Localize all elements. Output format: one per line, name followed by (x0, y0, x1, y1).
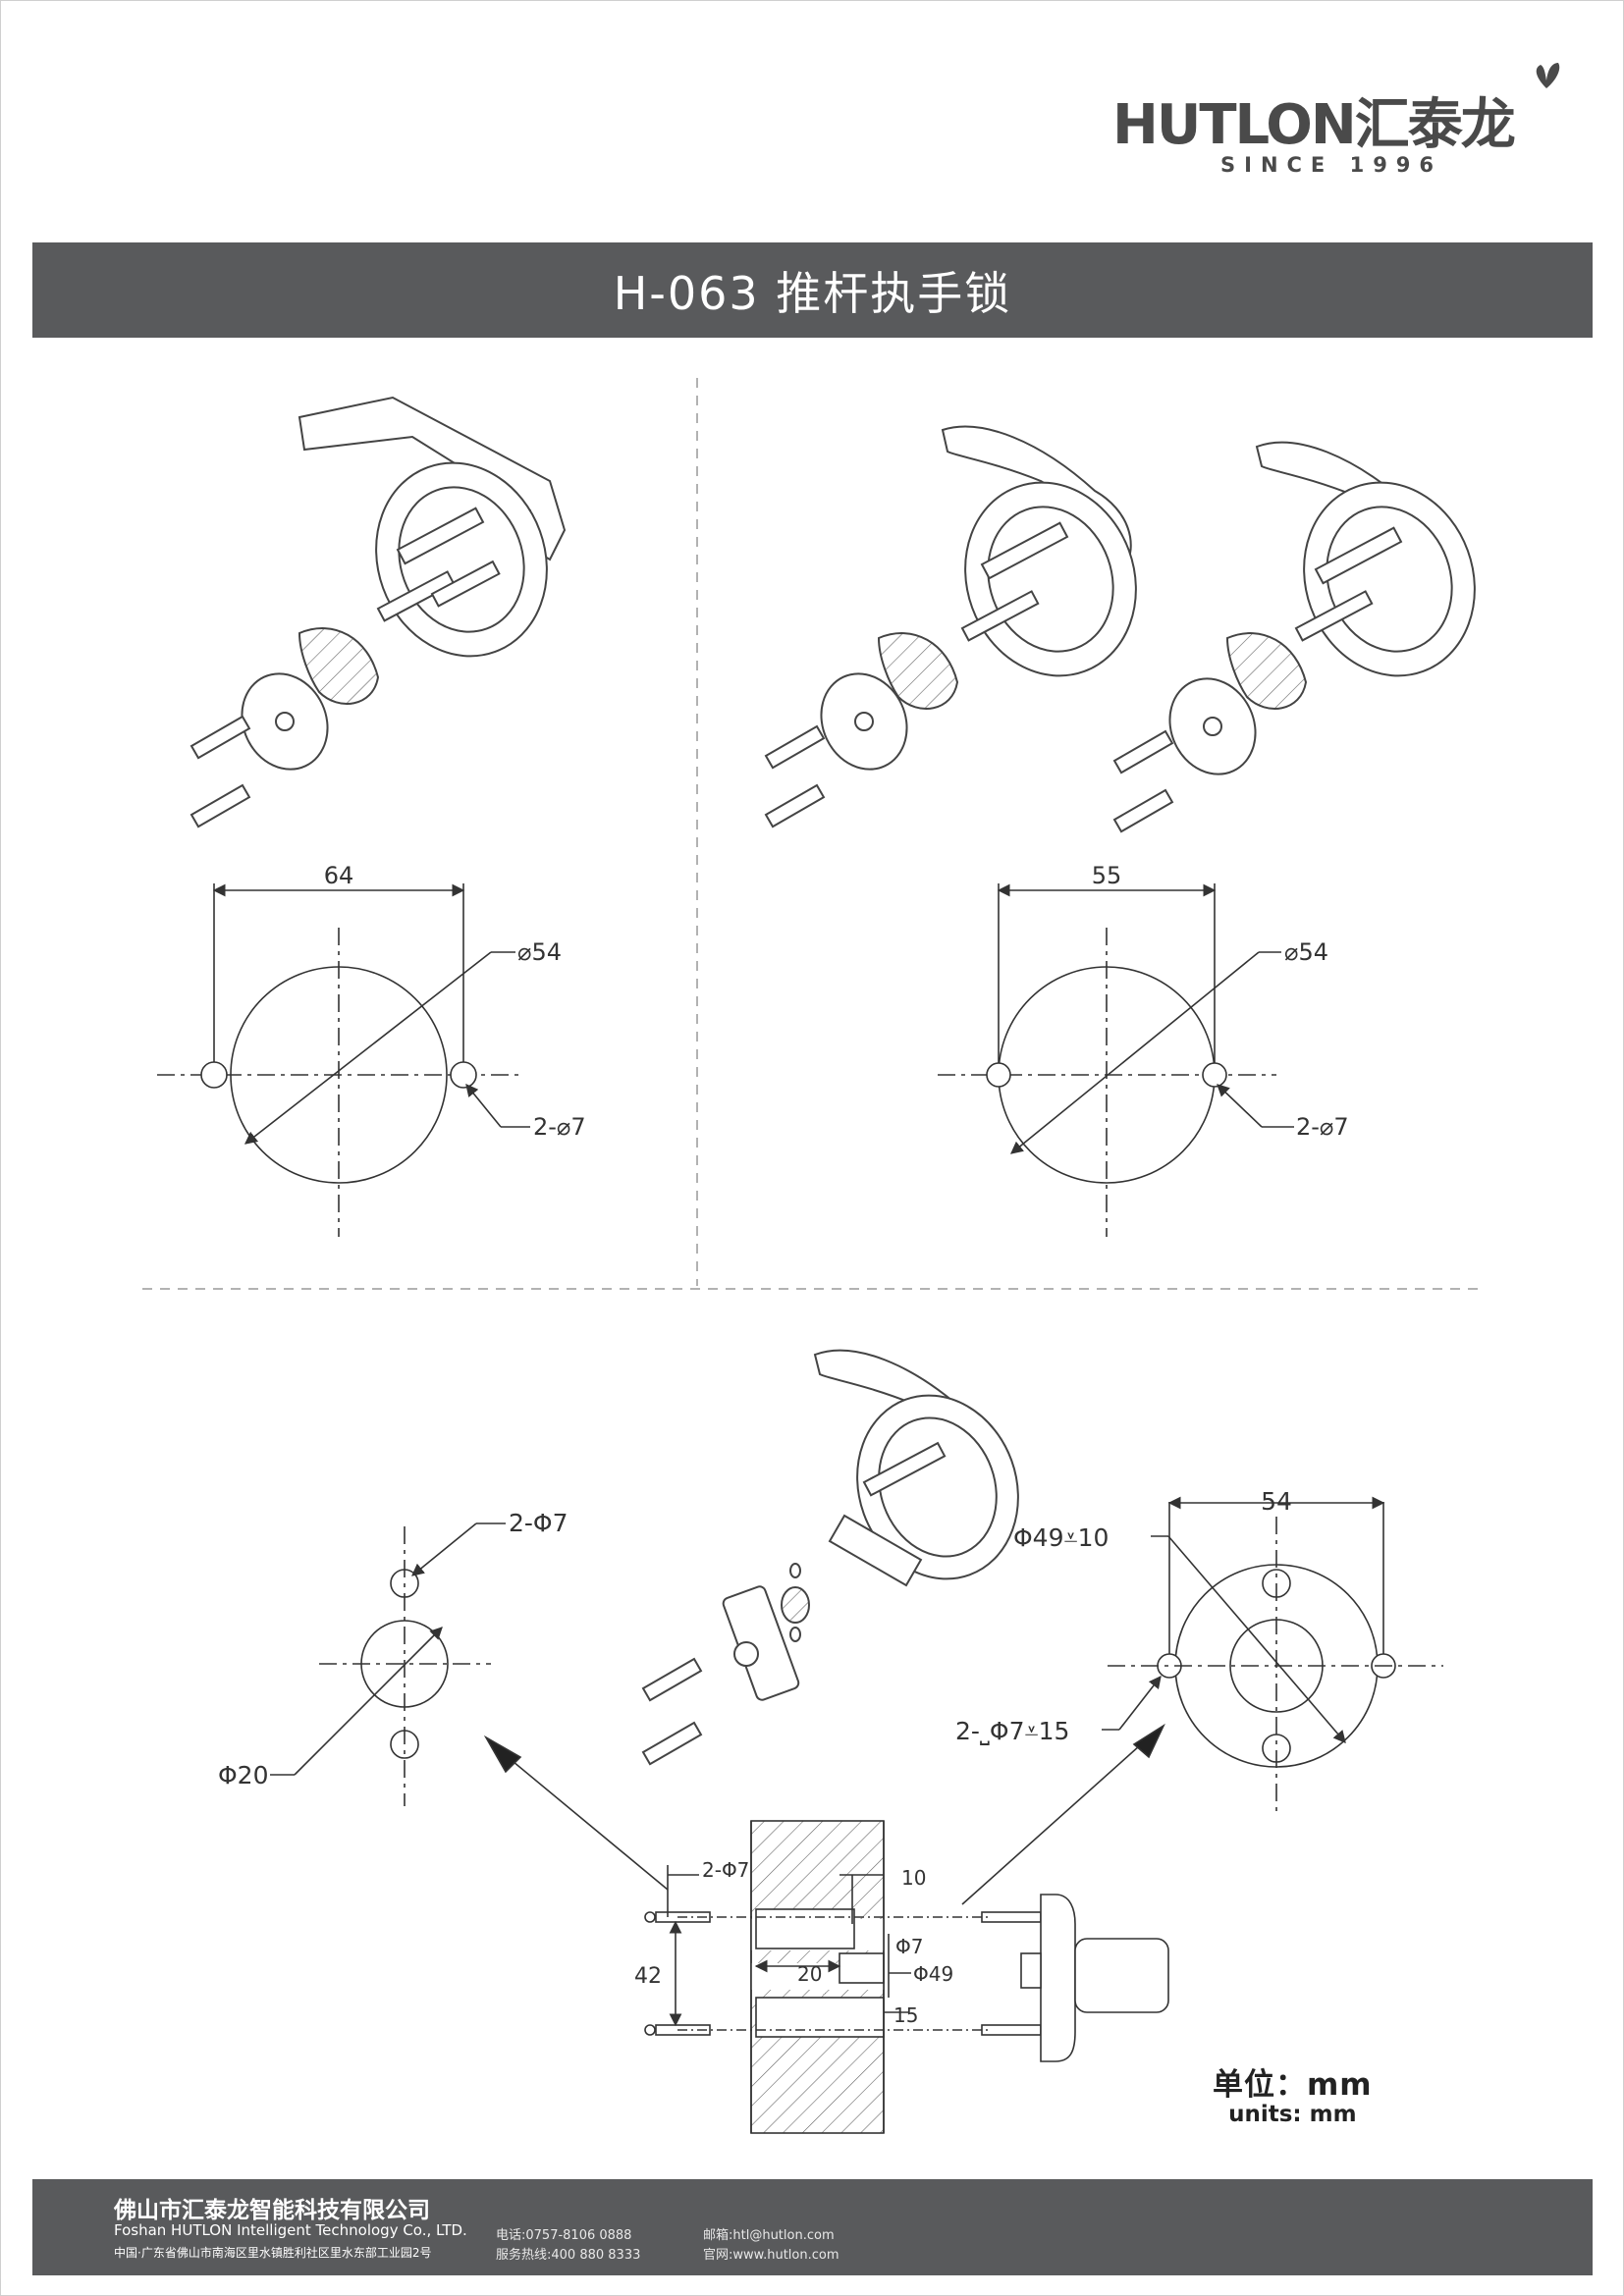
dim-diameter-54-right: ⌀54 (1284, 938, 1328, 966)
dim-sec-10: 10 (901, 1866, 926, 1890)
dim-sec-49: Φ49 (913, 1962, 953, 1986)
dim-sec-42: 42 (634, 1964, 662, 1989)
dim-54-bottom: 54 (1261, 1487, 1292, 1516)
dim-55: 55 (1092, 862, 1122, 889)
footer-phone: 电话:0757-8106 0888 (496, 2228, 632, 2243)
lever-handle-illustration-2 (764, 425, 1137, 828)
dim-sec-20: 20 (797, 1962, 822, 1986)
footer-website[interactable]: 官网:www.hutlon.com (703, 2248, 839, 2263)
leader-arrows (483, 1723, 1165, 1905)
dim-64: 64 (324, 862, 354, 889)
brand-logo: HUTLON汇泰龙 SINCE 1996 (1105, 63, 1576, 188)
dim-left-center: Φ20 (218, 1761, 269, 1789)
footer-email[interactable]: 邮箱:htl@hutlon.com (703, 2228, 835, 2243)
units-en: units: mm (1228, 2102, 1357, 2127)
dim-sec-7: Φ7 (895, 1935, 923, 1958)
dim-holes-right: 2-⌀7 (1296, 1113, 1349, 1141)
dim-holes-left: 2-⌀7 (533, 1113, 586, 1141)
page-title: H-063 推杆执手锁 (613, 266, 1012, 320)
footer-hotline: 服务热线:400 880 8333 (496, 2248, 641, 2263)
footer-company-en: Foshan HUTLON Intelligent Technology Co.… (114, 2221, 467, 2239)
lever-handle-illustration-3 (1112, 441, 1476, 833)
dim-right-bore: Φ49⩡10 (1013, 1523, 1109, 1552)
title-bar: H-063 推杆执手锁 (32, 242, 1593, 338)
logo-since: SINCE 1996 (1220, 153, 1443, 177)
dim-right-holes: 2-⎵Φ7⩡15 (955, 1717, 1069, 1745)
footer-address: 中国·广东省佛山市南海区里水镇胜利社区里水东部工业园2号 (114, 2246, 432, 2260)
units-label: 单位：mm units: mm (1213, 2059, 1373, 2127)
dim-drawing-top-right (938, 883, 1294, 1237)
units-zh: 单位：mm (1213, 2067, 1373, 2103)
footer-bar: 佛山市汇泰龙智能科技有限公司 Foshan HUTLON Intelligent… (32, 2179, 1593, 2275)
section-dividers (142, 378, 1483, 1290)
dim-left-holes: 2-Φ7 (509, 1509, 568, 1537)
butterfly-icon (1536, 63, 1560, 88)
logo-text: HUTLON汇泰龙 (1112, 93, 1516, 157)
dim-drawing-right-plate (1102, 1496, 1443, 1816)
dim-sec-15: 15 (893, 2003, 918, 2027)
lever-handle-illustration-1 (189, 396, 567, 828)
dim-sec-holes: 2-Φ7 (702, 1858, 749, 1882)
dim-diameter-54-left: ⌀54 (517, 938, 562, 966)
lever-handle-illustration-4 (641, 1349, 1019, 1766)
footer-company: 佛山市汇泰龙智能科技有限公司 (114, 2198, 430, 2223)
section-view (644, 1820, 1169, 2134)
dim-drawing-top-left (157, 883, 530, 1237)
dim-drawing-left-plate (270, 1522, 506, 1806)
